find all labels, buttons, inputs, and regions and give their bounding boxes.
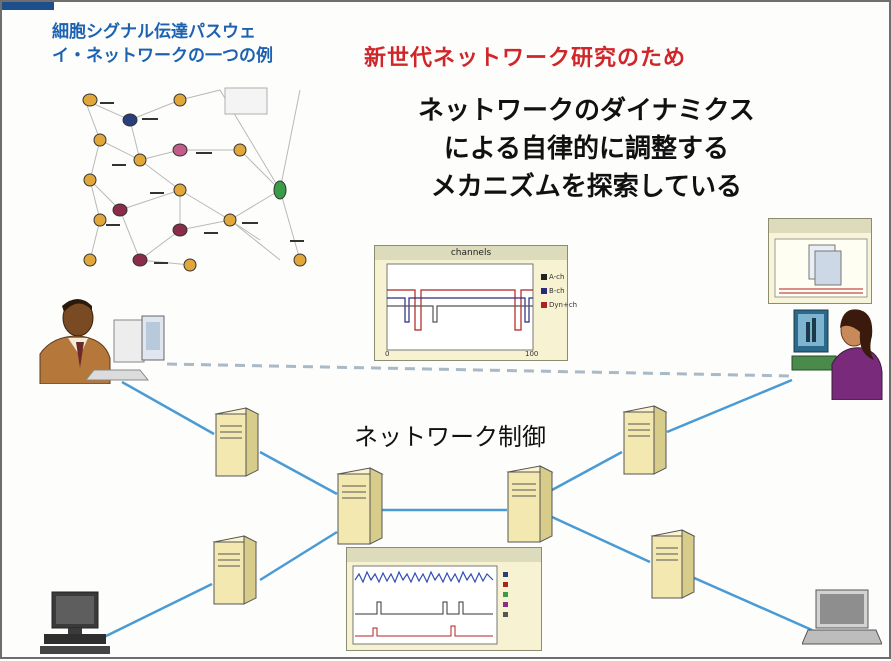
channels-window-title: channels xyxy=(375,246,567,260)
link-server-b-server-c xyxy=(259,530,338,582)
link-server-d-server-f xyxy=(551,515,651,564)
monitor-window-content xyxy=(774,238,868,298)
link-server-a-server-c xyxy=(259,450,338,496)
server-a-icon xyxy=(214,407,260,477)
server-c-icon xyxy=(336,467,384,545)
pathway-caption-line-1: 細胞シグナル伝達パスウェ xyxy=(52,22,256,42)
legend-swatch-dyn xyxy=(541,302,547,308)
server-d-icon xyxy=(506,465,554,543)
server-f-icon xyxy=(650,529,696,599)
pathway-caption: 細胞シグナル伝達パスウェ イ・ネットワークの一つの例 xyxy=(52,20,273,68)
legend-swatch-b xyxy=(541,288,547,294)
legend-label-dyn: Dyn+ch xyxy=(549,301,578,309)
dynamics-line-1: ネットワークのダイナミクス xyxy=(418,96,755,126)
dashed-link-user-to-user xyxy=(166,362,793,378)
pathway-network-graph xyxy=(82,87,307,272)
link-server-d-server-e xyxy=(551,450,623,492)
research-title: 新世代ネットワーク研究のため xyxy=(364,46,687,71)
dynamics-line-3: メカニズムを探索している xyxy=(430,172,742,202)
fluctuation-window-titlebar xyxy=(347,548,541,562)
x-axis-end-label: 100 xyxy=(525,350,539,358)
laptop-icon xyxy=(802,589,882,645)
link-pc-server-b xyxy=(101,582,213,640)
man-at-computer-icon xyxy=(39,299,165,384)
x-axis-start-label: 0 xyxy=(385,350,390,358)
monitor-window-titlebar xyxy=(769,219,871,233)
link-server-e-user xyxy=(666,378,793,434)
fluctuation-window xyxy=(346,547,542,651)
dynamics-description: ネットワークのダイナミクス による自律的に調整する メカニズムを探索している xyxy=(418,92,755,206)
monitor-window xyxy=(768,218,872,304)
woman-at-computer-icon xyxy=(791,309,883,400)
server-e-icon xyxy=(622,405,668,475)
network-control-label: ネットワーク制御 xyxy=(354,423,546,451)
dynamics-line-2: による自律的に調整する xyxy=(443,134,729,164)
link-user-server-a xyxy=(121,380,215,436)
fluctuation-plot xyxy=(352,565,508,645)
channels-window: channels A-ch B-ch Dyn+ch 0 100 xyxy=(374,245,577,361)
channels-plot xyxy=(386,263,547,351)
legend-label-b: B-ch xyxy=(549,287,565,295)
link-server-f-laptop xyxy=(691,575,813,632)
desktop-pc-icon xyxy=(40,591,110,654)
legend-label-a: A-ch xyxy=(549,273,565,281)
corner-tab-mark xyxy=(2,2,54,10)
server-b-icon xyxy=(212,535,258,605)
legend-swatch-a xyxy=(541,274,547,280)
pathway-caption-line-2: イ・ネットワークの一つの例 xyxy=(52,46,273,66)
